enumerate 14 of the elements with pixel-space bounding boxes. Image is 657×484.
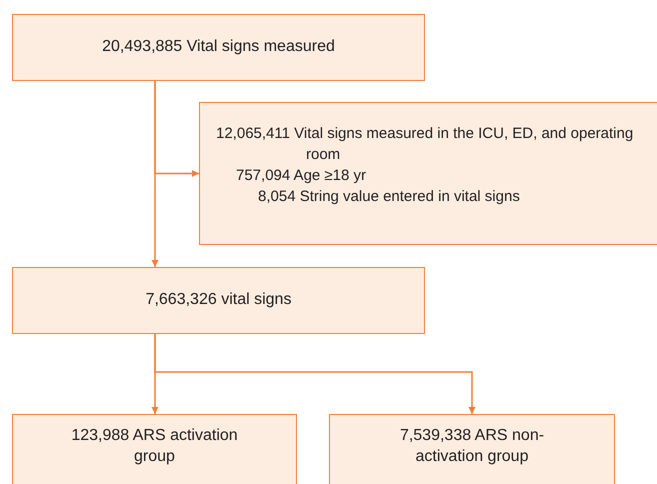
box-text: 7,663,326 vital signs xyxy=(146,290,292,310)
exclusion-criterion: 12,065,411 Vital signs measured in the ICU, ED, and operating room xyxy=(216,124,634,165)
arrow xyxy=(154,334,476,414)
process-box xyxy=(329,414,615,484)
exclusion-box xyxy=(199,102,657,245)
arrow xyxy=(154,81,199,177)
box-text: 123,988 ARS activation group xyxy=(70,426,239,467)
process-box xyxy=(12,14,425,81)
box-text: 7,539,338 ARS non-activation group xyxy=(398,426,546,467)
exclusion-criterion: 8,054 String value entered in vital signs xyxy=(258,187,520,207)
process-box xyxy=(12,414,297,484)
exclusion-criterion: 757,094 Age ≥18 yr xyxy=(236,166,366,186)
box-text: 20,493,885 Vital signs measured xyxy=(102,37,335,58)
process-box xyxy=(12,267,425,334)
